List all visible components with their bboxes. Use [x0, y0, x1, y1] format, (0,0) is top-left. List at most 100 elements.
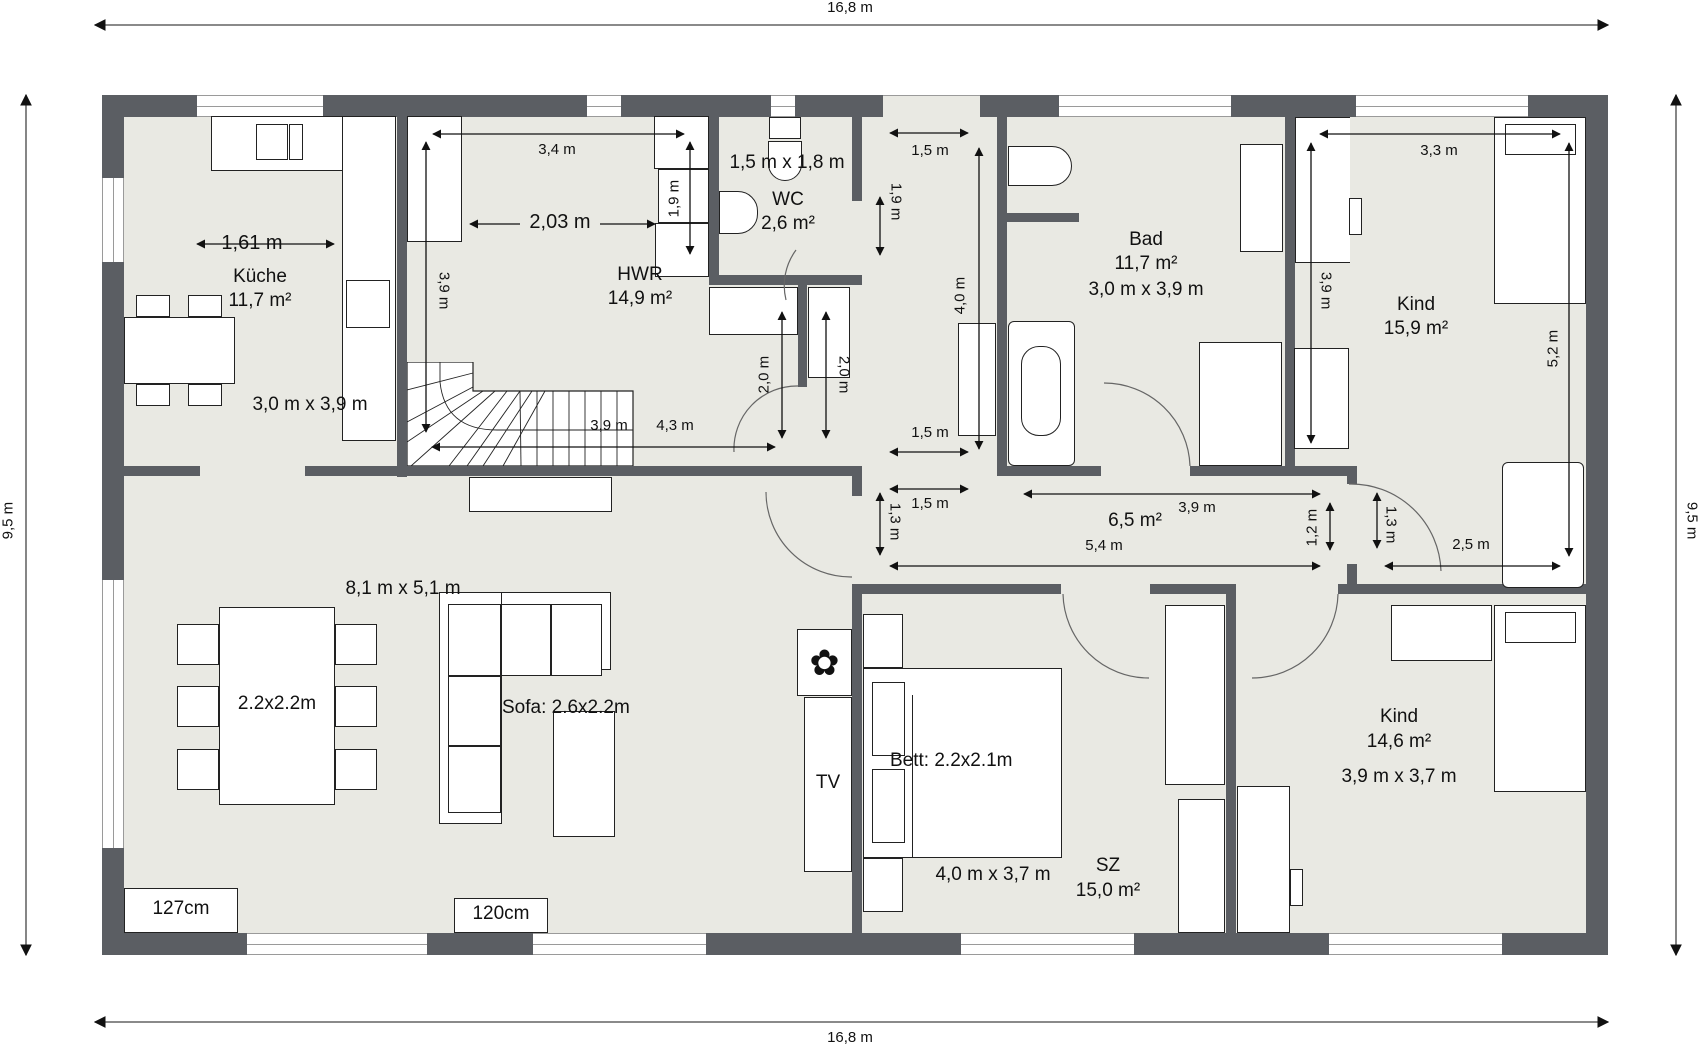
- staircase: [406, 361, 635, 467]
- stove-icon: [346, 280, 390, 328]
- desk: [1237, 786, 1290, 933]
- wall-closet: [798, 285, 807, 387]
- window: [961, 933, 1134, 955]
- hwr-cabinet: [654, 116, 709, 169]
- kind1-dim-left: 3,9 m: [1317, 271, 1335, 310]
- room-name-wc: WC: [772, 189, 804, 210]
- kitchen-width-dim: 1,61 m: [221, 232, 283, 254]
- window: [102, 178, 124, 262]
- coffee-table: [553, 711, 615, 837]
- flur-dim-b: 1,3 m: [886, 502, 904, 541]
- chair: [335, 686, 377, 727]
- hwr-cabinet: [655, 223, 709, 277]
- desk: [1295, 117, 1350, 263]
- wall-hall-stub: [852, 466, 862, 496]
- wall-bad-bottom-b: [1190, 466, 1295, 476]
- window: [1356, 95, 1528, 117]
- room-name-kind2: Kind: [1379, 706, 1419, 727]
- room-name-bad: Bad: [1129, 229, 1163, 250]
- hwr-dim-top: 3,4 m: [538, 141, 576, 158]
- window: [247, 933, 427, 955]
- window: [197, 95, 323, 117]
- room-size-wohnen: 8,1 m x 5,1 m: [345, 578, 461, 599]
- hwr-dim-closet-b: 2,0 m: [835, 355, 853, 394]
- plant-icon: ✿: [797, 629, 852, 696]
- hwr-dim-inner: 2,03 m: [520, 211, 600, 234]
- nightstand: [863, 858, 903, 912]
- room-area-bad: 11,7 m²: [1114, 253, 1178, 274]
- hwr-dim-bottom: 4,3 m: [656, 417, 694, 434]
- room-name-sz: SZ: [1095, 855, 1121, 876]
- toilet-icon: [1008, 146, 1072, 186]
- wall-hall-bottom-b: [1150, 584, 1236, 594]
- wall-top: [102, 95, 1608, 117]
- hall-opening: [883, 95, 980, 117]
- chair: [177, 624, 219, 665]
- chair: [136, 295, 170, 317]
- window: [533, 933, 706, 955]
- chair: [188, 295, 222, 317]
- flur-dim-e: 1,2 m: [1303, 508, 1321, 547]
- top-width-label: 16,8 m: [827, 0, 873, 16]
- desk-chair: [1290, 869, 1303, 906]
- tv-stand: [804, 697, 852, 872]
- bathtub-icon: [1008, 321, 1075, 466]
- stairs-icon: [406, 361, 634, 467]
- hall-cabinet: [958, 323, 996, 436]
- window: [587, 95, 621, 117]
- wall-kind-door-stub: [1347, 466, 1357, 484]
- dining-table-label: 2.2x2.2m: [237, 693, 317, 714]
- room-size-kind2: 3,9 m x 3,7 m: [1341, 766, 1457, 787]
- window: [1329, 933, 1502, 955]
- wardrobe: [1178, 799, 1225, 933]
- nightstand: [863, 614, 903, 668]
- chair: [188, 384, 222, 406]
- wc-dim-right: 1,9 m: [887, 182, 905, 221]
- tv-label: TV: [815, 772, 841, 793]
- wc-sink-icon: [719, 191, 758, 234]
- desk-chair: [1349, 198, 1362, 235]
- wall-wc-bottom: [709, 275, 862, 285]
- window-sill: [454, 898, 548, 933]
- hwr-dim-left: 3,9 m: [435, 271, 453, 310]
- chair: [177, 686, 219, 727]
- toilet-tank: [769, 117, 801, 139]
- sofa-label: Sofa: 2.6x2.2m: [502, 697, 630, 718]
- wall-bad-partition: [1007, 213, 1079, 222]
- room-name-hwr: HWR: [617, 264, 663, 285]
- sofa-back: [439, 592, 611, 824]
- flur-dim-d: 5,4 m: [1085, 537, 1123, 554]
- chair: [335, 624, 377, 665]
- window-a-label: 127cm: [152, 898, 210, 919]
- wall-hwr-bottom: [397, 466, 862, 476]
- hwr-shelf: [407, 116, 462, 242]
- hall-dim-bottom: 1,5 m: [911, 424, 949, 441]
- room-area-kueche: 11,7 m²: [228, 290, 292, 311]
- pillow: [872, 682, 905, 756]
- living-sideboard: [469, 477, 612, 512]
- wall-living-top-b: [305, 466, 397, 476]
- wall-wc-left: [709, 117, 719, 285]
- wall-wc-right: [852, 117, 862, 201]
- room-name-kueche: Küche: [233, 266, 287, 287]
- hwr-dim-closet-a: 2,0 m: [755, 355, 773, 394]
- wall-sz-left: [852, 584, 862, 934]
- shower-icon: [1199, 342, 1282, 466]
- hwr-dim-stairs: 3,9 m: [590, 417, 628, 434]
- toilet-icon: [768, 141, 802, 181]
- wall-kind-door-stub2: [1347, 564, 1357, 594]
- wall-sz-kind: [1226, 584, 1236, 934]
- window: [771, 95, 795, 117]
- hwr-dim-right: 1,9 m: [665, 179, 683, 218]
- room-size-wc: 1,5 m x 1,8 m: [729, 152, 845, 173]
- hall-dim-top: 1,5 m: [911, 142, 949, 159]
- armchair: [1502, 462, 1584, 588]
- flur-dim-c: 3,9 m: [1178, 499, 1216, 516]
- chair: [177, 749, 219, 790]
- wall-kitchen-hwr: [397, 117, 407, 477]
- window-b-label: 120cm: [472, 903, 530, 924]
- room-area-flur: 6,5 m²: [1108, 510, 1162, 531]
- kind1-dim-right: 5,2 m: [1544, 329, 1562, 368]
- dining-table: [219, 607, 335, 805]
